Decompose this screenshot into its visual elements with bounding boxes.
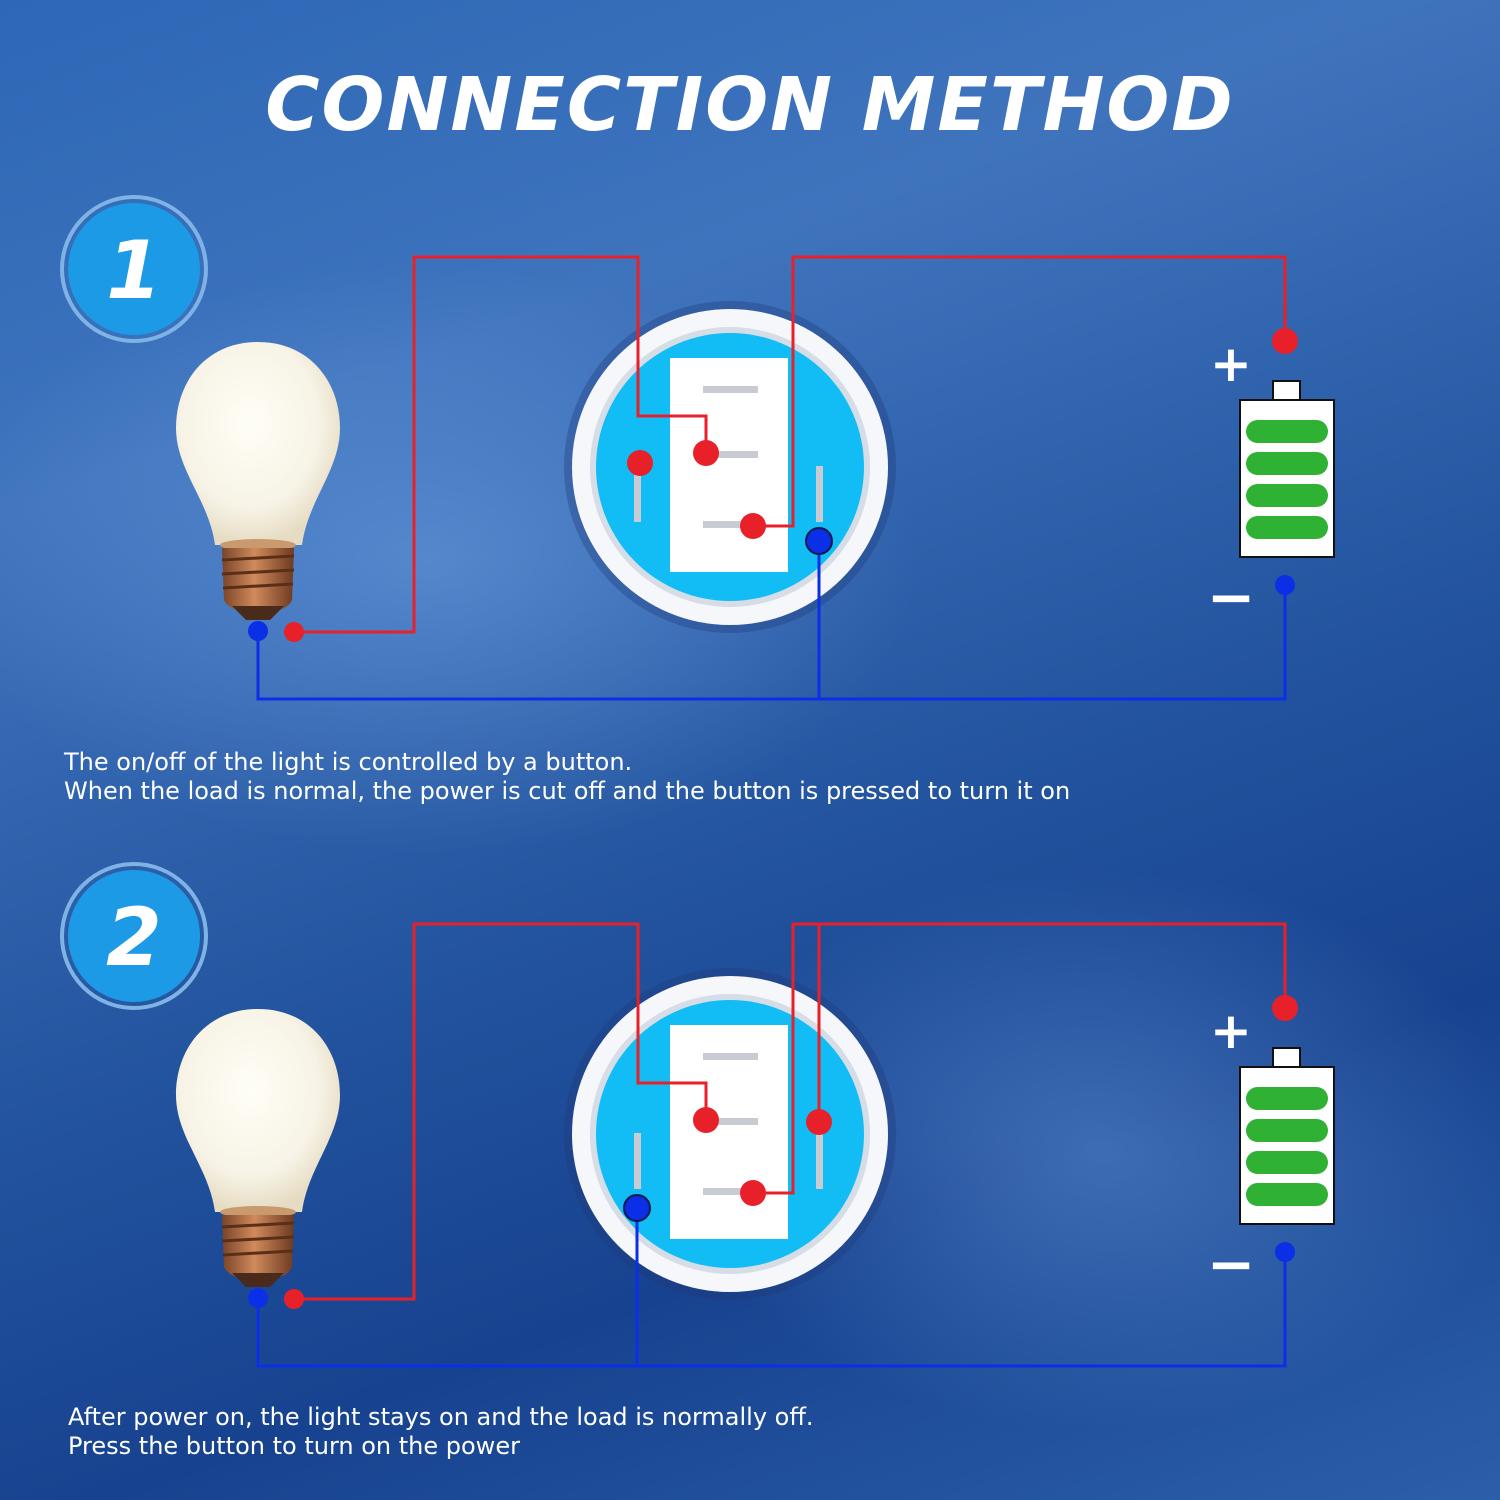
caption-method-2: After power on, the light stays on and t… — [68, 1403, 814, 1461]
push-button-switch-icon — [564, 301, 896, 633]
push-button-switch-icon — [564, 968, 896, 1300]
battery-level-bar — [1246, 1151, 1328, 1174]
caption-method-1: The on/off of the light is controlled by… — [64, 748, 1070, 806]
negative-terminal-label: − — [1207, 1230, 1256, 1298]
badge-2-number: 2 — [106, 891, 162, 984]
caption-line: The on/off of the light is controlled by… — [64, 748, 633, 776]
battery-level-bar — [1246, 452, 1328, 475]
positive-terminal-label: + — [1210, 1002, 1252, 1060]
caption-line: After power on, the light stays on and t… — [68, 1403, 814, 1431]
caption-line: Press the button to turn on the power — [68, 1432, 520, 1460]
wiring-diagram-1: 1 + − — [60, 195, 1335, 701]
badge-1: 1 — [60, 195, 208, 343]
battery-level-bar — [1246, 484, 1328, 507]
positive-wires — [294, 922, 1287, 1301]
battery-level-bars — [1246, 420, 1328, 539]
light-bulb-icon — [176, 342, 340, 620]
badge-1-number: 1 — [106, 224, 162, 317]
badge-2: 2 — [60, 862, 208, 1010]
negative-wires — [256, 541, 1287, 701]
battery-level-bar — [1246, 420, 1328, 443]
positive-terminal-label: + — [1210, 335, 1252, 393]
battery-level-bar — [1246, 516, 1328, 539]
battery-level-bar — [1246, 1183, 1328, 1206]
wiring-diagram-2: 2 + − — [60, 862, 1335, 1368]
battery-level-bar — [1246, 1119, 1328, 1142]
negative-wires — [256, 1208, 1287, 1368]
terminal-dots — [248, 328, 1298, 642]
terminal-dots — [248, 995, 1298, 1309]
page-title: CONNECTION METHOD — [265, 62, 1235, 148]
light-bulb-icon — [176, 1009, 340, 1287]
battery-level-bar — [1246, 1087, 1328, 1110]
battery-icon — [1239, 1047, 1335, 1225]
caption-line: When the load is normal, the power is cu… — [64, 777, 1071, 805]
battery-level-bars — [1246, 1087, 1328, 1206]
battery-icon — [1239, 380, 1335, 558]
negative-terminal-label: − — [1207, 563, 1256, 631]
positive-wires — [294, 255, 1287, 634]
